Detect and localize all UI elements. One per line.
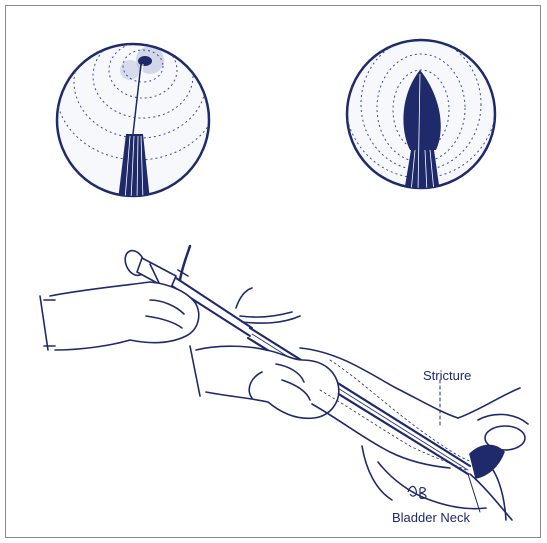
bladder-neck-label: Bladder Neck [392,510,470,525]
stricture-label: Stricture [423,368,471,383]
left-hand [50,282,199,350]
lumen-opening [138,56,152,66]
endoscopic-view-left [56,20,220,200]
bladder-neck-leader [468,474,480,512]
bladder-neck-region [470,445,504,478]
urethrotomy-procedure [40,246,528,520]
endoscopic-view-right [345,22,497,192]
